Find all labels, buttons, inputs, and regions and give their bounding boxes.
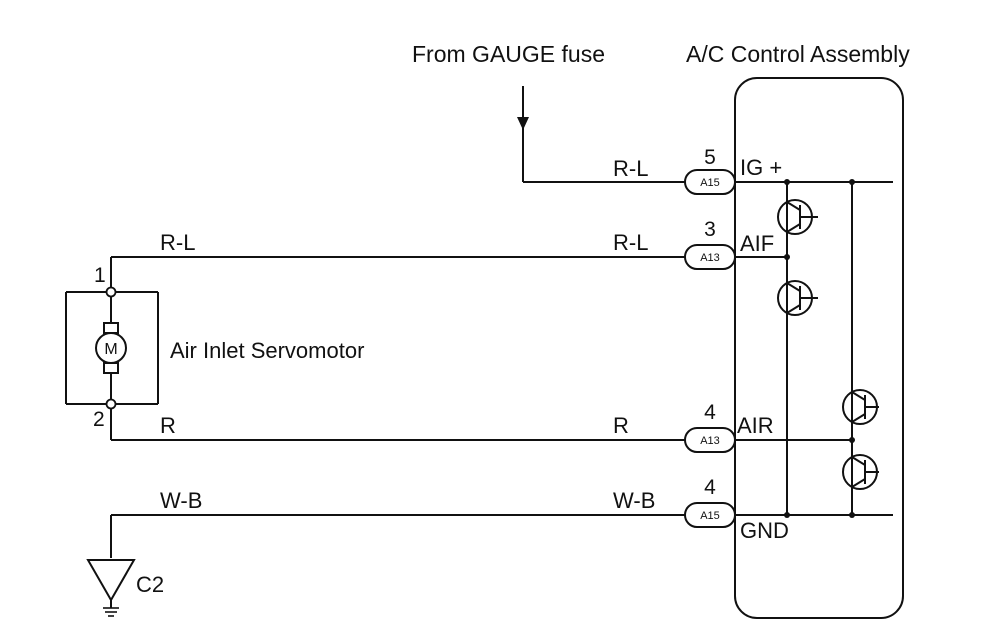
transistor-icon <box>777 199 818 235</box>
pin-1-label: 1 <box>94 264 106 287</box>
fuse-feed-wire <box>517 86 685 183</box>
terminal-1 <box>105 286 117 298</box>
wire-label-rl-top: R-L <box>613 156 648 181</box>
terminal-air: AIR <box>737 413 774 438</box>
terminal-gnd: GND <box>740 518 789 543</box>
terminal-aif: AIF <box>740 231 774 256</box>
connector-pin: 3 <box>704 218 716 241</box>
connector-pin: 4 <box>704 401 716 424</box>
wire-label-wb-left: W-B <box>160 488 202 513</box>
ground-label: C2 <box>136 572 164 597</box>
fuse-source-label: From GAUGE fuse <box>412 41 605 67</box>
servomotor-label: Air Inlet Servomotor <box>170 338 364 363</box>
terminal-2 <box>105 398 117 410</box>
wire-label-rl-right: R-L <box>613 230 648 255</box>
connector-id: A13 <box>700 435 720 447</box>
connector-pin: 4 <box>704 476 716 499</box>
transistor-icon <box>842 454 879 490</box>
wire-r-l <box>110 256 685 287</box>
transistor-icon <box>842 389 879 425</box>
wire-label-wb-right: W-B <box>613 488 655 513</box>
pin-2-label: 2 <box>93 408 105 431</box>
connector-id: A15 <box>700 510 720 522</box>
control-assembly-title: A/C Control Assembly <box>686 41 910 67</box>
ground-icon <box>86 559 136 617</box>
wire-label-r-left: R <box>160 413 176 438</box>
internal-circuit <box>735 179 893 518</box>
wire-label-rl-left: R-L <box>160 230 195 255</box>
connector-id: A13 <box>700 252 720 264</box>
terminal-ig: IG + <box>740 155 782 180</box>
wire-label-r-right: R <box>613 413 629 438</box>
motor-symbol-letter: M <box>104 341 117 358</box>
control-assembly-box <box>734 77 904 619</box>
connector-pin: 5 <box>704 146 716 169</box>
wire-r <box>110 409 685 441</box>
transistor-icon <box>777 280 818 316</box>
arrow-down-icon <box>517 117 529 130</box>
wire-w-b <box>110 514 685 558</box>
connector-id: A15 <box>700 177 720 189</box>
